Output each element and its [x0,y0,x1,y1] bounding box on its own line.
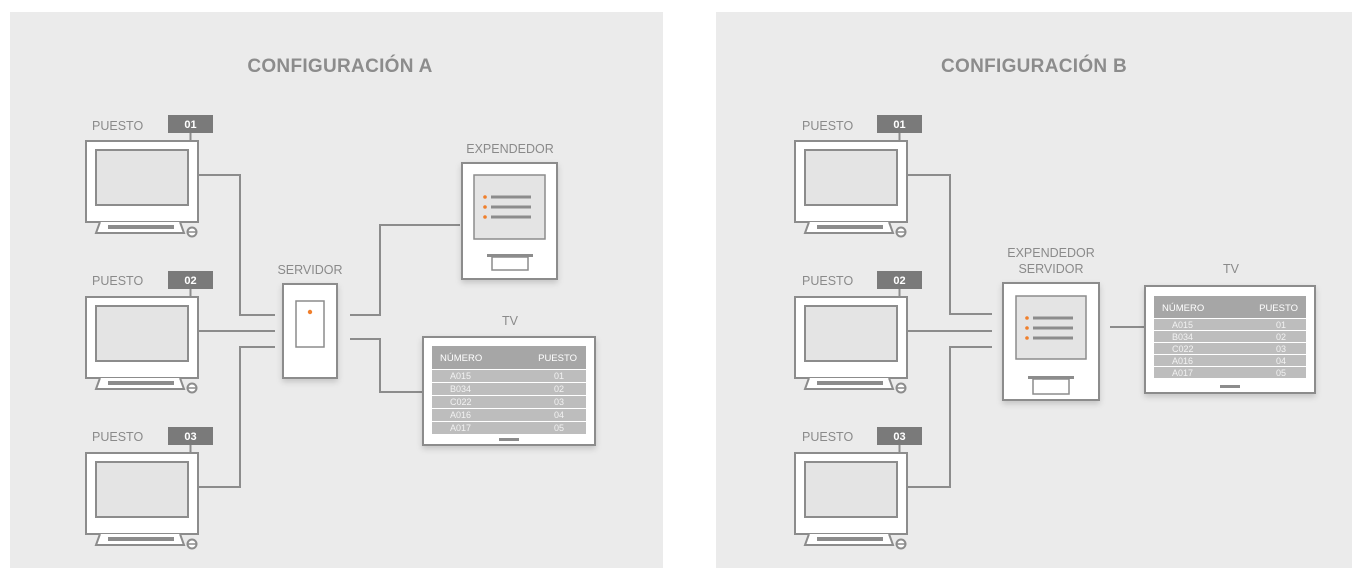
tv-row-station: 02 [554,384,564,394]
tv-row-station: 05 [1276,368,1286,378]
config-a-panel: CONFIGURACIÓN A PUESTO 01 PUESTO 02 PUES… [10,12,663,568]
tv-row-station: 05 [554,423,564,433]
station-label: PUESTO [802,430,853,444]
config-b-connections [908,174,1147,488]
tv-row-station: 04 [554,410,564,420]
monitor-icon [85,140,199,238]
config-a-title: CONFIGURACIÓN A [247,55,432,77]
tv-col-number: NÚMERO [440,353,482,364]
tv-row-number: B034 [1172,332,1193,342]
tv-label: TV [502,314,519,328]
dispenser-label: EXPENDEDOR [466,142,554,156]
tv-row-station: 03 [1276,344,1286,354]
tv-row-station: 02 [1276,332,1286,342]
monitor-icon [794,140,908,238]
station-badge [168,427,213,445]
tv-label: TV [1223,262,1240,276]
station-number: 01 [893,119,905,131]
station-badge [168,115,213,133]
tv-col-number: NÚMERO [1162,303,1204,314]
monitor-icon [794,296,908,394]
station-number: 02 [184,275,196,287]
config-b-dispenser-server: EXPENDEDOR SERVIDOR [1002,246,1100,401]
tv-row-number: A015 [1172,320,1193,330]
station-number: 01 [184,119,196,131]
tv-row-number: A016 [450,410,471,420]
config-a-tv: TV NÚMERO PUESTO A015 01 B034 02 C022 03… [422,314,596,446]
tv-row-number: B034 [450,384,471,394]
tv-row-number: A016 [1172,356,1193,366]
station-badge [877,115,922,133]
monitor-icon [85,452,199,550]
config-a-station-3: PUESTO 03 [85,427,213,550]
config-a-station-1: PUESTO 01 [85,115,213,238]
config-b-title: CONFIGURACIÓN B [941,55,1127,77]
tv-row-number: C022 [1172,344,1194,354]
dispenser-server-label-line2: SERVIDOR [1018,262,1083,276]
config-a-station-2: PUESTO 02 [85,271,213,394]
station-label: PUESTO [802,274,853,288]
tv-row-station: 03 [554,397,564,407]
tv-row-number: A017 [1172,368,1193,378]
config-b-tv: TV NÚMERO PUESTO A015 01 B034 02 C022 03… [1144,262,1316,394]
station-badge [877,427,922,445]
config-b-station-3: PUESTO 03 [794,427,922,550]
station-label: PUESTO [92,430,143,444]
monitor-icon [794,452,908,550]
config-a-dispenser: EXPENDEDOR [461,142,558,280]
tv-row-station: 01 [1276,320,1286,330]
station-label: PUESTO [92,119,143,133]
tv-col-station: PUESTO [538,353,577,364]
config-b-panel: CONFIGURACIÓN B PUESTO 01 PUESTO 02 PUES… [716,12,1352,568]
station-badge [168,271,213,289]
station-number: 03 [184,431,196,443]
tv-col-station: PUESTO [1259,303,1298,314]
station-label: PUESTO [92,274,143,288]
config-b-station-1: PUESTO 01 [794,115,922,238]
station-number: 02 [893,275,905,287]
station-number: 03 [893,431,905,443]
tv-row-number: C022 [450,397,472,407]
tv-row-station: 04 [1276,356,1286,366]
config-b-station-2: PUESTO 02 [794,271,922,394]
config-a-connections [198,174,460,488]
server-led [307,309,313,315]
server-label: SERVIDOR [277,263,342,277]
tv-header [1154,296,1306,318]
tv-row-number: A015 [450,371,471,381]
monitor-icon [85,296,199,394]
tv-row-number: A017 [450,423,471,433]
dispenser-server-label-line1: EXPENDEDOR [1007,246,1095,260]
tv-header [432,346,586,369]
station-label: PUESTO [802,119,853,133]
station-badge [877,271,922,289]
tv-row-station: 01 [554,371,564,381]
config-a-server: SERVIDOR [277,263,343,379]
